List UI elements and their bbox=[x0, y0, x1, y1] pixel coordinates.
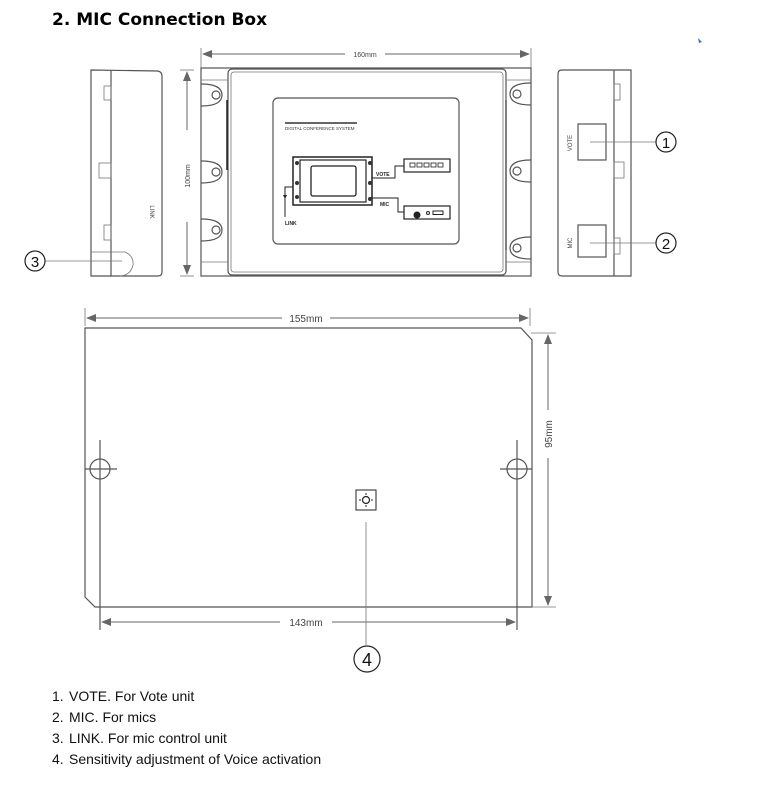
callout-2 bbox=[655, 232, 677, 254]
legend-item: 4.Sensitivity adjustment of Voice activa… bbox=[52, 751, 322, 767]
svg-text:MIC: MIC bbox=[380, 202, 390, 208]
bottom-plate-view: 155mm 95mm 143mm 4 bbox=[84, 308, 556, 673]
dim-160mm: 160mm bbox=[353, 52, 377, 59]
svg-text:3: 3 bbox=[31, 254, 39, 271]
svg-text:100mm: 100mm bbox=[185, 164, 192, 188]
svg-text:MIC: MIC bbox=[568, 237, 574, 249]
svg-text:VOTE: VOTE bbox=[568, 135, 574, 151]
dimension-100mm: 100mm bbox=[180, 69, 194, 277]
callout-1 bbox=[655, 131, 677, 153]
side-link-label: LINK bbox=[148, 205, 154, 218]
callout-3 bbox=[24, 250, 46, 272]
mic-port bbox=[577, 224, 607, 258]
dim-143mm: 143mm bbox=[289, 618, 322, 629]
left-side-view: LINK 3 bbox=[24, 69, 163, 277]
dim-155mm: 155mm bbox=[289, 314, 322, 325]
front-view: 160mm DIGITAL CONFERENCE SYSTEM bbox=[200, 48, 532, 277]
legend-list: 1.VOTE. For Vote unit 2.MIC. For mics 3.… bbox=[52, 686, 321, 770]
dim-95mm: 95mm bbox=[544, 420, 555, 448]
legend-item: 1.VOTE. For Vote unit bbox=[52, 688, 195, 704]
blue-mark bbox=[698, 38, 702, 43]
svg-text:VOTE: VOTE bbox=[376, 172, 390, 178]
legend-item: 3.LINK. For mic control unit bbox=[52, 730, 227, 746]
svg-text:1: 1 bbox=[662, 135, 670, 152]
sensitivity-knob bbox=[355, 489, 377, 511]
svg-text:2: 2 bbox=[662, 236, 670, 253]
right-side-view: VOTE MIC 1 2 bbox=[557, 69, 677, 277]
panel-header: DIGITAL CONFERENCE SYSTEM bbox=[285, 126, 355, 131]
svg-text:LINK: LINK bbox=[285, 221, 297, 227]
front-panel bbox=[272, 97, 460, 245]
callout-4 bbox=[353, 645, 381, 673]
section-title: 2. MIC Connection Box bbox=[52, 10, 268, 30]
svg-text:4: 4 bbox=[362, 650, 372, 670]
legend-item: 2.MIC. For mics bbox=[52, 709, 157, 725]
